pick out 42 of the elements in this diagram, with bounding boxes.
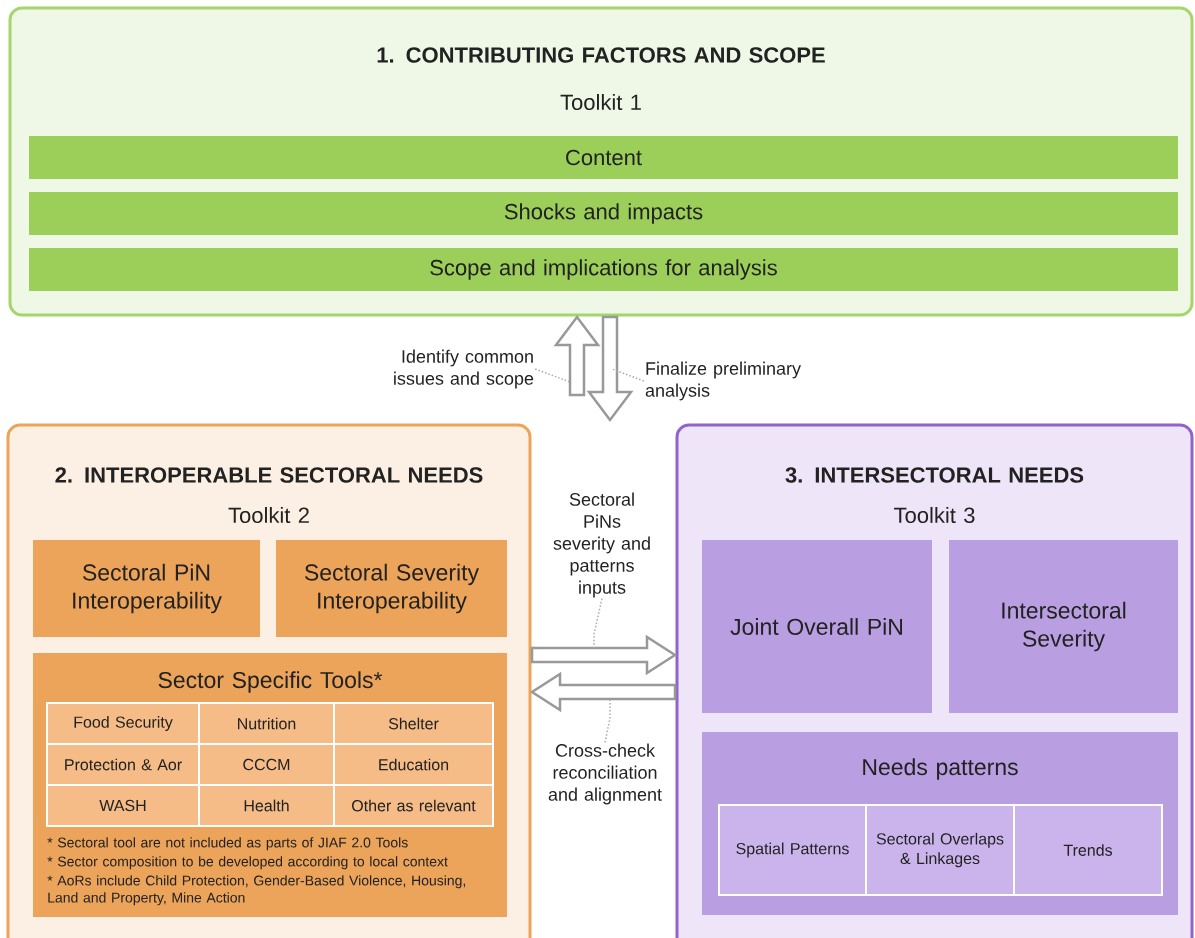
toolkit-label: Toolkit 2 [228, 506, 309, 524]
annotation-text: Sectoral PiNs severity and patterns inputs [553, 492, 650, 598]
bar: Content [29, 136, 1178, 179]
block-arrow [529, 671, 677, 713]
footnote: * Sector composition to be developed according to local context [47, 856, 448, 870]
table-cell: Food Security [46, 702, 200, 745]
item-box: Sectoral Severity Interoperability [276, 540, 507, 637]
item-box: Intersectoral Severity [949, 540, 1178, 713]
annotation-text: Cross-check reconciliation and alignment [548, 743, 662, 805]
item-box: Joint Overall PiN [702, 540, 932, 713]
table-cell: Health [198, 784, 335, 827]
toolkit-label: Toolkit 3 [894, 506, 975, 524]
bar: Shocks and impacts [29, 192, 1178, 235]
table-cell: WASH [46, 784, 200, 827]
leader-line [611, 368, 645, 382]
table-cell: CCCM [198, 743, 335, 786]
footnote: * AoRs include Child Protection, Gender-Based Violence, Housing, Land and Property, Mine Action [47, 875, 466, 906]
block-arrow [586, 315, 634, 423]
table-cell: Sectoral Overlaps & Linkages [865, 804, 1015, 896]
annotation-text: Finalize preliminary analysis [645, 361, 801, 401]
table-cell: Protection & Aor [46, 743, 200, 786]
leader-line [604, 698, 611, 744]
table-cell: Nutrition [198, 702, 335, 745]
panel-title: 3. INTERSECTORAL NEEDS [785, 467, 1084, 483]
table-cell: Spatial Patterns [718, 804, 867, 896]
table-cell: Education [333, 743, 494, 786]
footnote: * Sectoral tool are not included as parts of JIAF 2.0 Tools [47, 837, 408, 851]
bar: Scope and implications for analysis [29, 248, 1178, 291]
group-heading: Needs patterns [863, 758, 1018, 780]
block-arrow [553, 314, 601, 397]
panel-title: 1. CONTRIBUTING FACTORS AND SCOPE [377, 47, 825, 63]
table-cell: Trends [1013, 804, 1163, 896]
group-heading: Sector Specific Tools* [158, 671, 383, 693]
leader-line [593, 597, 603, 649]
table-cell: Shelter [333, 702, 494, 745]
item-box: Sectoral PiN Interoperability [33, 540, 260, 637]
table-cell: Other as relevant [333, 784, 494, 827]
panel-title: 2. INTEROPERABLE SECTORAL NEEDS [55, 467, 483, 483]
toolkit-label: Toolkit 1 [560, 93, 641, 111]
block-arrow [530, 634, 678, 676]
leader-line [534, 368, 571, 383]
annotation-text: Identify common issues and scope [394, 349, 534, 389]
